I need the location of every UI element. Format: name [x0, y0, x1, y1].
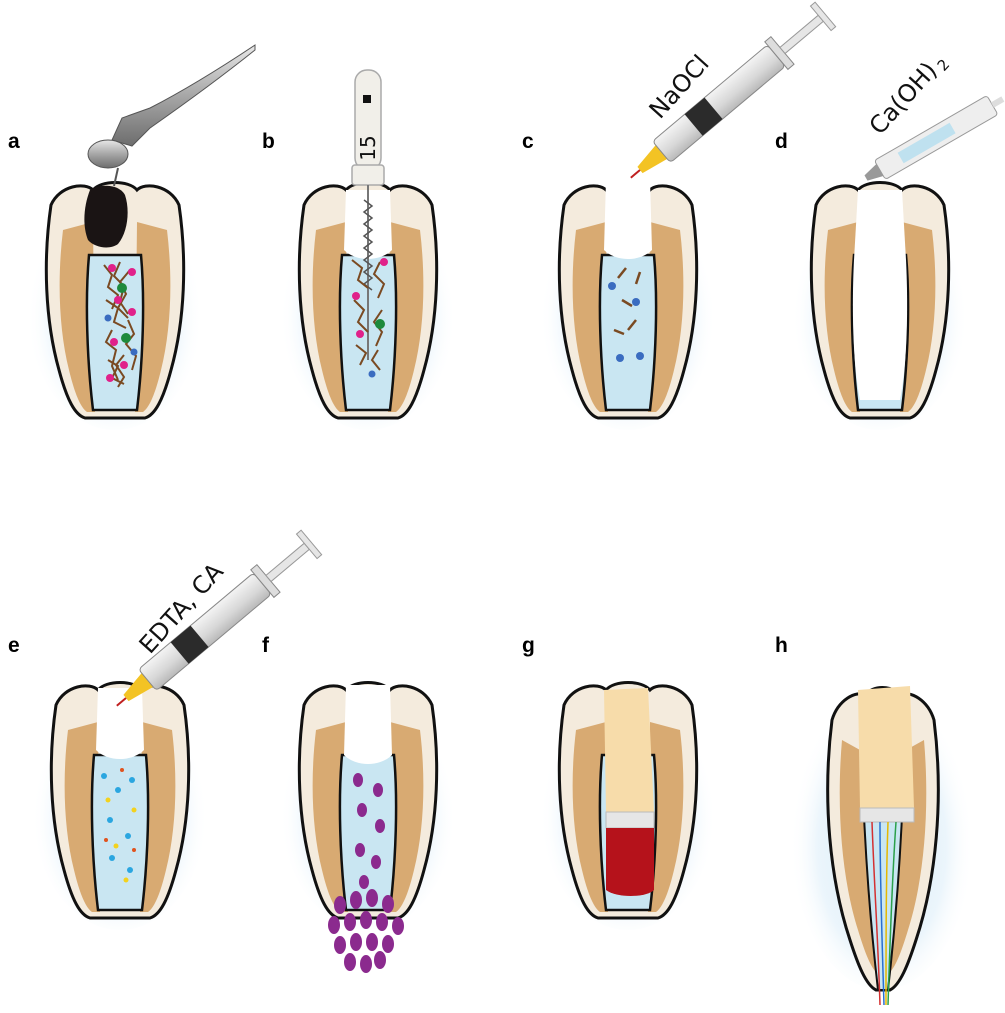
panel-letter-h: h — [775, 634, 788, 657]
file-size-label: 15 — [356, 135, 380, 160]
access-cavity-f — [344, 685, 392, 764]
calcium-hydroxide-fill — [853, 190, 907, 400]
coronal-restoration-h — [858, 686, 914, 808]
caries-lesion — [84, 186, 127, 248]
blood-clot — [606, 828, 654, 896]
panel-c: NaOCl — [540, 1, 837, 430]
panel-letter-f: f — [262, 634, 270, 657]
syringe-e — [105, 529, 323, 720]
access-cavity-c — [604, 180, 652, 259]
access-cavity-e — [96, 688, 144, 759]
mta-barrier-h — [860, 808, 914, 822]
panel-a — [27, 45, 255, 430]
panel-g — [540, 680, 716, 930]
panel-letter-c: c — [522, 130, 534, 153]
coronal-restoration-g — [604, 688, 654, 812]
panel-letter-a: a — [8, 130, 20, 153]
panel-letter-d: d — [775, 130, 788, 153]
panel-e: EDTA, CA — [32, 529, 323, 930]
panel-h — [790, 670, 974, 1005]
panel-f — [280, 680, 456, 973]
panel-letter-g: g — [522, 634, 535, 657]
panel-letter-e: e — [8, 634, 20, 657]
panel-b: 15 — [280, 70, 456, 430]
panel-d: Ca(OH) 2 — [792, 56, 1005, 430]
dental-handpiece — [88, 45, 255, 186]
mta-barrier-g — [606, 812, 654, 828]
panel-letter-b: b — [262, 130, 275, 153]
